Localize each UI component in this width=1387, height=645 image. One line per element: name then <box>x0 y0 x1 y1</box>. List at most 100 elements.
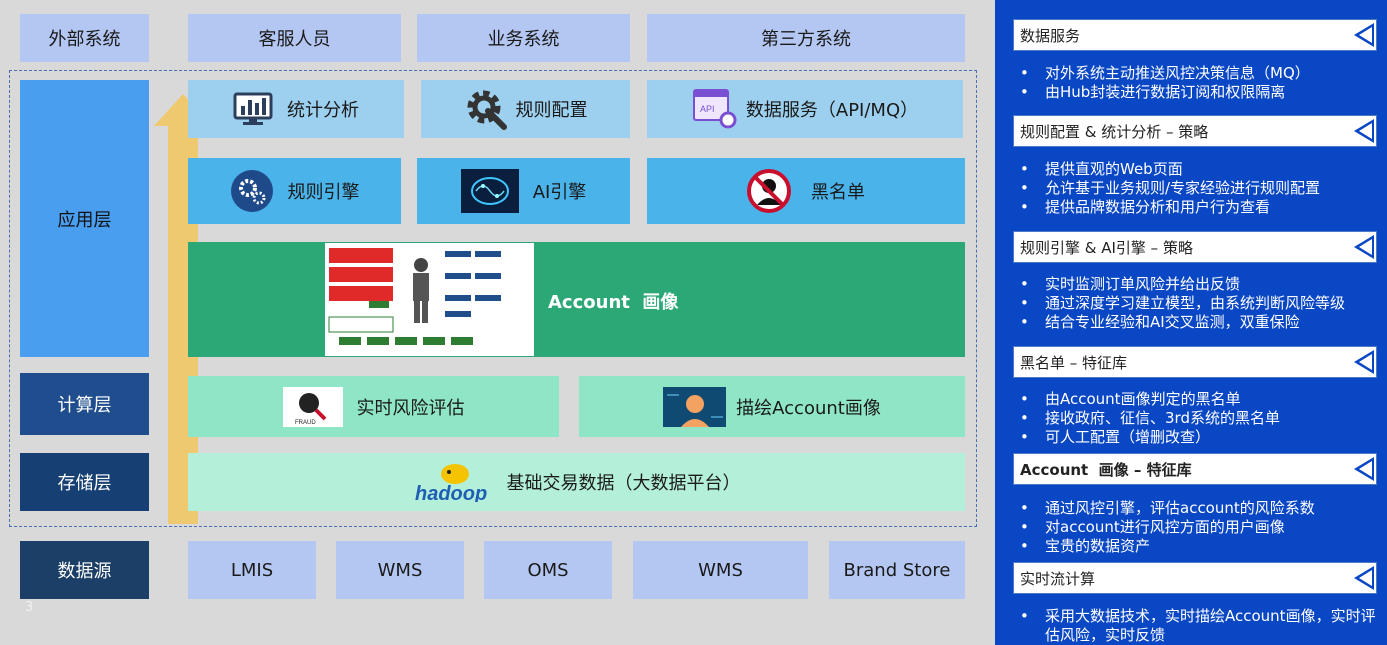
panel-bullet: 采用大数据技术，实时描绘Account画像，实时评估风险，实时反馈 <box>1019 607 1379 645</box>
source-label: LMIS <box>230 559 274 581</box>
ai-brain-icon <box>460 169 519 213</box>
panel-bullet: 可人工配置（增删改查） <box>1019 428 1379 447</box>
panel-bullet: 提供品牌数据分析和用户行为查看 <box>1019 198 1379 217</box>
panel-list-engines: 实时监测订单风险并给出反馈 通过深度学习建立模型，由系统判断风险等级 结合专业经… <box>1019 275 1379 332</box>
panel-header-title: 规则引擎 & AI引擎 – 策略 <box>1020 238 1193 257</box>
panel-list-account-profile: 通过风控引擎，评估account的风险系数 对account进行风控方面的用户画… <box>1019 499 1379 556</box>
data-service-box: API 数据服务（API/MQ） <box>647 80 963 138</box>
api-settings-icon: API <box>692 89 737 129</box>
triangle-marker-icon <box>1354 566 1374 590</box>
hadoop-elephant-icon: hadoop <box>415 464 487 502</box>
panel-header-account-profile: Account 画像 – 特征库 <box>1013 453 1377 485</box>
stats-analysis-label: 统计分析 <box>287 100 359 121</box>
source-label: OMS <box>527 559 569 581</box>
realtime-risk-box: FRAUD 实时风险评估 <box>188 376 559 437</box>
panel-header-title: 数据服务 <box>1020 26 1081 45</box>
gears-icon <box>230 170 273 212</box>
business-system-label: 业务系统 <box>487 29 560 50</box>
panel-bullet: 对account进行风控方面的用户画像 <box>1019 518 1379 537</box>
panel-header-title: 实时流计算 <box>1020 569 1096 588</box>
panel-header-title: 黑名单 – 特征库 <box>1020 353 1128 372</box>
triangle-marker-icon <box>1354 235 1374 259</box>
data-source-layer-label: 数据源 <box>20 541 149 599</box>
storage-layer-label: 存储层 <box>20 453 149 511</box>
panel-bullet: 通过深度学习建立模型，由系统判断风险等级 <box>1019 294 1379 313</box>
compute-layer-label: 计算层 <box>20 373 149 435</box>
panel-bullet: 结合专业经验和AI交叉监测，双重保险 <box>1019 313 1379 332</box>
triangle-marker-icon <box>1354 457 1374 481</box>
triangle-marker-icon <box>1354 119 1374 143</box>
api-tag: API <box>700 104 715 114</box>
external-system-label: 外部系统 <box>48 29 121 50</box>
blacklist-person-icon <box>747 169 791 213</box>
source-label: WMS <box>698 559 743 581</box>
account-profile-box: Account 画像 <box>188 242 965 357</box>
panel-bullet: 实时监测订单风险并给出反馈 <box>1019 275 1379 294</box>
fraud-logo-text: FRAUD <box>295 420 316 426</box>
platform-boundary <box>9 70 977 527</box>
third-party-box: 第三方系统 <box>647 14 965 62</box>
stats-chart-icon <box>233 92 273 125</box>
source-oms: OMS <box>484 541 612 599</box>
panel-header-title: 规则配置 & 统计分析 – 策略 <box>1020 122 1209 141</box>
panel-bullet: 由Account画像判定的黑名单 <box>1019 390 1379 409</box>
app-layer-label: 应用层 <box>20 80 149 357</box>
storage-layer-text: 存储层 <box>57 473 112 494</box>
panel-bullet: 对外系统主动推送风控决策信息（MQ） <box>1019 64 1379 83</box>
page-number: 3 <box>25 600 34 615</box>
third-party-label: 第三方系统 <box>761 29 851 50</box>
data-service-label: 数据服务（API/MQ） <box>745 100 919 121</box>
panel-list-data-service: 对外系统主动推送风控决策信息（MQ） 由Hub封装进行数据订阅和权限隔离 <box>1019 64 1379 102</box>
panel-list-rule-config: 提供直观的Web页面 允许基于业务规则/专家经验进行规则配置 提供品牌数据分析和… <box>1019 160 1379 217</box>
panel-header-engines: 规则引擎 & AI引擎 – 策略 <box>1013 231 1377 263</box>
external-system-box: 外部系统 <box>20 14 149 62</box>
rule-config-box: 规则配置 <box>421 80 630 138</box>
source-lmis: LMIS <box>188 541 316 599</box>
customer-service-label: 客服人员 <box>258 29 331 50</box>
source-wms-2: WMS <box>633 541 808 599</box>
rule-engine-box: 规则引擎 <box>188 158 401 224</box>
account-profile-diagram-thumbnail <box>325 243 534 356</box>
draw-profile-box: 描绘Account画像 <box>579 376 965 437</box>
realtime-risk-label: 实时风险评估 <box>356 397 465 419</box>
app-layer-text: 应用层 <box>57 209 112 231</box>
panel-header-stream-compute: 实时流计算 <box>1013 562 1377 594</box>
fraud-detector-icon: FRAUD <box>282 386 343 427</box>
panel-header-title: Account 画像 – 特征库 <box>1020 460 1192 479</box>
ai-engine-box: AI引擎 <box>417 158 630 224</box>
rule-config-label: 规则配置 <box>515 100 588 121</box>
blacklist-box: 黑名单 <box>647 158 965 224</box>
rule-engine-label: 规则引擎 <box>287 182 360 203</box>
source-label: WMS <box>377 559 423 581</box>
gear-wrench-icon <box>467 90 507 130</box>
panel-header-data-service: 数据服务 <box>1013 19 1377 51</box>
panel-list-blacklist: 由Account画像判定的黑名单 接收政府、征信、3rd系统的黑名单 可人工配置… <box>1019 390 1379 447</box>
triangle-marker-icon <box>1354 23 1374 47</box>
panel-bullet: 允许基于业务规则/专家经验进行规则配置 <box>1019 179 1379 198</box>
base-data-label: 基础交易数据（大数据平台） <box>506 473 741 494</box>
digital-profile-icon <box>663 386 727 427</box>
draw-profile-label: 描绘Account画像 <box>736 397 881 419</box>
panel-bullet: 由Hub封装进行数据订阅和权限隔离 <box>1019 83 1379 102</box>
ai-engine-label: AI引擎 <box>532 182 587 203</box>
panel-list-stream-compute: 采用大数据技术，实时描绘Account画像，实时评估风险，实时反馈 <box>1019 607 1379 645</box>
source-wms-1: WMS <box>336 541 464 599</box>
panel-header-rule-config: 规则配置 & 统计分析 – 策略 <box>1013 115 1377 147</box>
customer-service-box: 客服人员 <box>188 14 401 62</box>
panel-header-blacklist: 黑名单 – 特征库 <box>1013 346 1377 378</box>
account-profile-label: Account 画像 <box>548 292 679 313</box>
source-label: Brand Store <box>843 559 951 581</box>
business-system-box: 业务系统 <box>417 14 630 62</box>
panel-bullet: 接收政府、征信、3rd系统的黑名单 <box>1019 409 1379 428</box>
stats-analysis-box: 统计分析 <box>188 80 404 138</box>
panel-bullet: 宝贵的数据资产 <box>1019 537 1379 556</box>
compute-layer-text: 计算层 <box>57 395 112 416</box>
triangle-marker-icon <box>1354 350 1374 374</box>
data-source-layer-text: 数据源 <box>57 561 112 582</box>
base-data-box: hadoop 基础交易数据（大数据平台） <box>188 453 965 511</box>
panel-bullet: 通过风控引擎，评估account的风险系数 <box>1019 499 1379 518</box>
panel-bullet: 提供直观的Web页面 <box>1019 160 1379 179</box>
hadoop-logo-text: hadoop <box>415 483 487 502</box>
source-brand-store: Brand Store <box>829 541 965 599</box>
blacklist-label: 黑名单 <box>811 182 865 203</box>
